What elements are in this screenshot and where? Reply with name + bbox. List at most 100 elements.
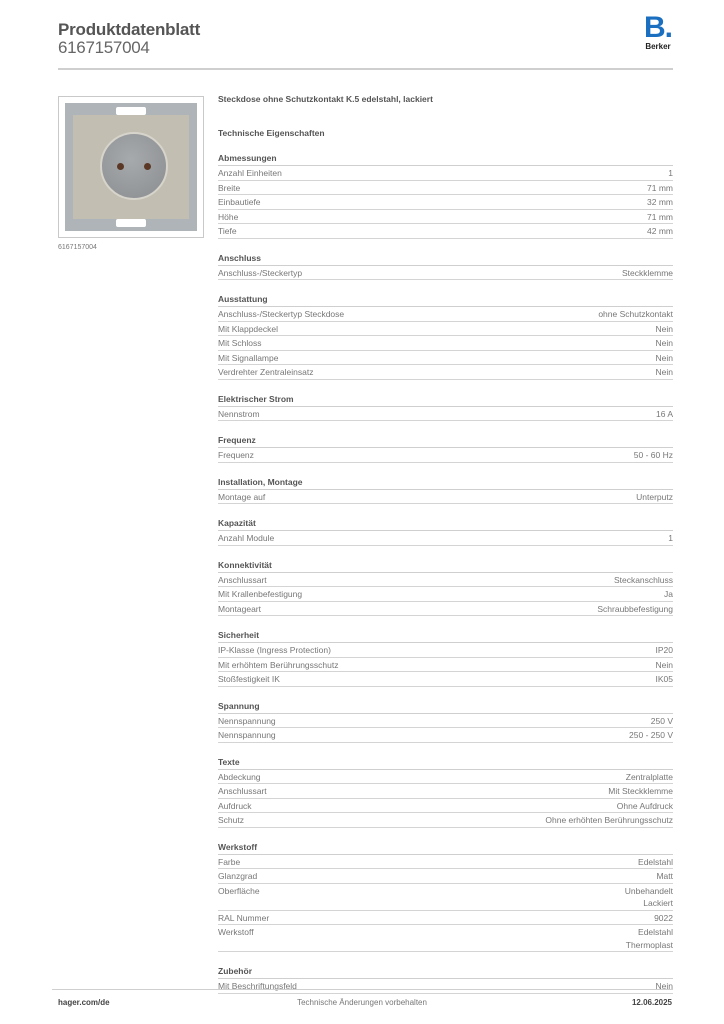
property-value: Nein — [656, 366, 673, 379]
property-value: Nein — [656, 980, 673, 993]
section-title: Texte — [218, 757, 673, 770]
property-value-line: Steckanschluss — [613, 574, 673, 585]
property-value-line: 250 V — [650, 715, 673, 726]
property-label: Nennspannung — [218, 715, 276, 726]
technical-properties-title: Technische Eigenschaften — [218, 128, 325, 138]
property-label: Höhe — [218, 211, 239, 222]
property-value-line: IK05 — [655, 674, 674, 684]
property-label: Werkstoff — [218, 927, 254, 937]
property-label: Mit Krallenbefestigung — [218, 589, 303, 599]
property-value-line: Schraubbefestigung — [597, 603, 673, 614]
header-divider — [58, 68, 673, 70]
property-value-line: Nein — [655, 659, 673, 670]
property-value: Unterputz — [636, 491, 673, 504]
property-row: Mit Klappdeckel Nein — [218, 322, 673, 336]
property-value: Ohne erhöhten Berührungsschutz — [545, 814, 673, 827]
property-value-line: IP20 — [655, 645, 674, 655]
property-label: Abdeckung — [218, 771, 261, 782]
property-value-line: Nein — [655, 338, 673, 348]
property-value-line: 250 - 250 V — [629, 730, 673, 740]
article-number: 6167157004 — [58, 38, 150, 57]
property-label: Einbautiefe — [218, 197, 261, 207]
property-value: 71 mm — [647, 182, 673, 195]
section-title: Frequenz — [218, 435, 673, 448]
section-title: Installation, Montage — [218, 477, 673, 490]
property-value-line: Thermoplast — [625, 939, 673, 950]
product-name: Steckdose ohne Schutzkontakt K.5 edelsta… — [218, 94, 433, 104]
property-value-line: Matt — [656, 871, 673, 881]
frame-slot-bottom — [116, 219, 146, 227]
property-value-line: Nein — [655, 323, 673, 334]
property-value: 50 - 60 Hz — [634, 449, 673, 462]
property-label: Farbe — [218, 856, 241, 867]
property-value: Steckklemme — [622, 267, 673, 280]
cover-plate — [73, 115, 189, 219]
property-label: Mit Beschriftungsfeld — [218, 981, 297, 991]
property-value: 9022 — [654, 912, 673, 925]
berker-logo: B. Berker — [640, 13, 676, 55]
property-value: Steckanschluss — [614, 574, 673, 587]
section-title: Abmessungen — [218, 153, 673, 166]
property-value-line: 9022 — [654, 912, 673, 923]
property-value-line: 1 — [668, 168, 673, 178]
property-value: Matt — [656, 870, 673, 883]
property-row: Frequenz 50 - 60 Hz — [218, 448, 673, 463]
property-label: Schutz — [218, 815, 244, 825]
property-value: Nein — [656, 323, 673, 336]
property-value-line: Zentralplatte — [625, 771, 673, 782]
property-value-line: 42 mm — [647, 226, 673, 236]
property-label: Anzahl Module — [218, 533, 275, 543]
footer-website[interactable]: hager.com/de — [58, 998, 110, 1007]
section-title: Spannung — [218, 701, 673, 714]
property-value-line: 50 - 60 Hz — [633, 450, 673, 460]
page-title: Produktdatenblatt — [58, 20, 201, 39]
property-label: Montage auf — [218, 491, 266, 502]
property-value: Zentralplatte — [626, 771, 673, 784]
section-title: Werkstoff — [218, 842, 673, 855]
section-title: Ausstattung — [218, 294, 673, 307]
property-row: Abdeckung Zentralplatte — [218, 770, 673, 784]
image-caption: 6167157004 — [58, 244, 97, 251]
property-label: Anschluss-/Steckertyp Steckdose — [218, 309, 345, 319]
property-value: 71 mm — [647, 211, 673, 224]
section-title: Kapazität — [218, 518, 673, 531]
property-label: Frequenz — [218, 450, 254, 460]
property-value-line: ohne Schutzkontakt — [598, 309, 673, 319]
property-label: Mit Klappdeckel — [218, 323, 279, 334]
property-label: Stoßfestigkeit IK — [218, 674, 280, 684]
property-label: Tiefe — [218, 226, 237, 236]
property-value-line: 71 mm — [647, 211, 673, 222]
property-value-line: Edelstahl — [638, 856, 673, 867]
property-value: Ohne Aufdruck — [617, 800, 673, 813]
section-title: Elektrischer Strom — [218, 394, 673, 407]
property-row: Tiefe 42 mm — [218, 224, 673, 239]
property-label: Nennstrom — [218, 408, 260, 419]
property-label: Mit Signallampe — [218, 352, 279, 363]
property-value: Edelstahl — [638, 856, 673, 869]
property-value-line: Edelstahl — [638, 927, 673, 937]
